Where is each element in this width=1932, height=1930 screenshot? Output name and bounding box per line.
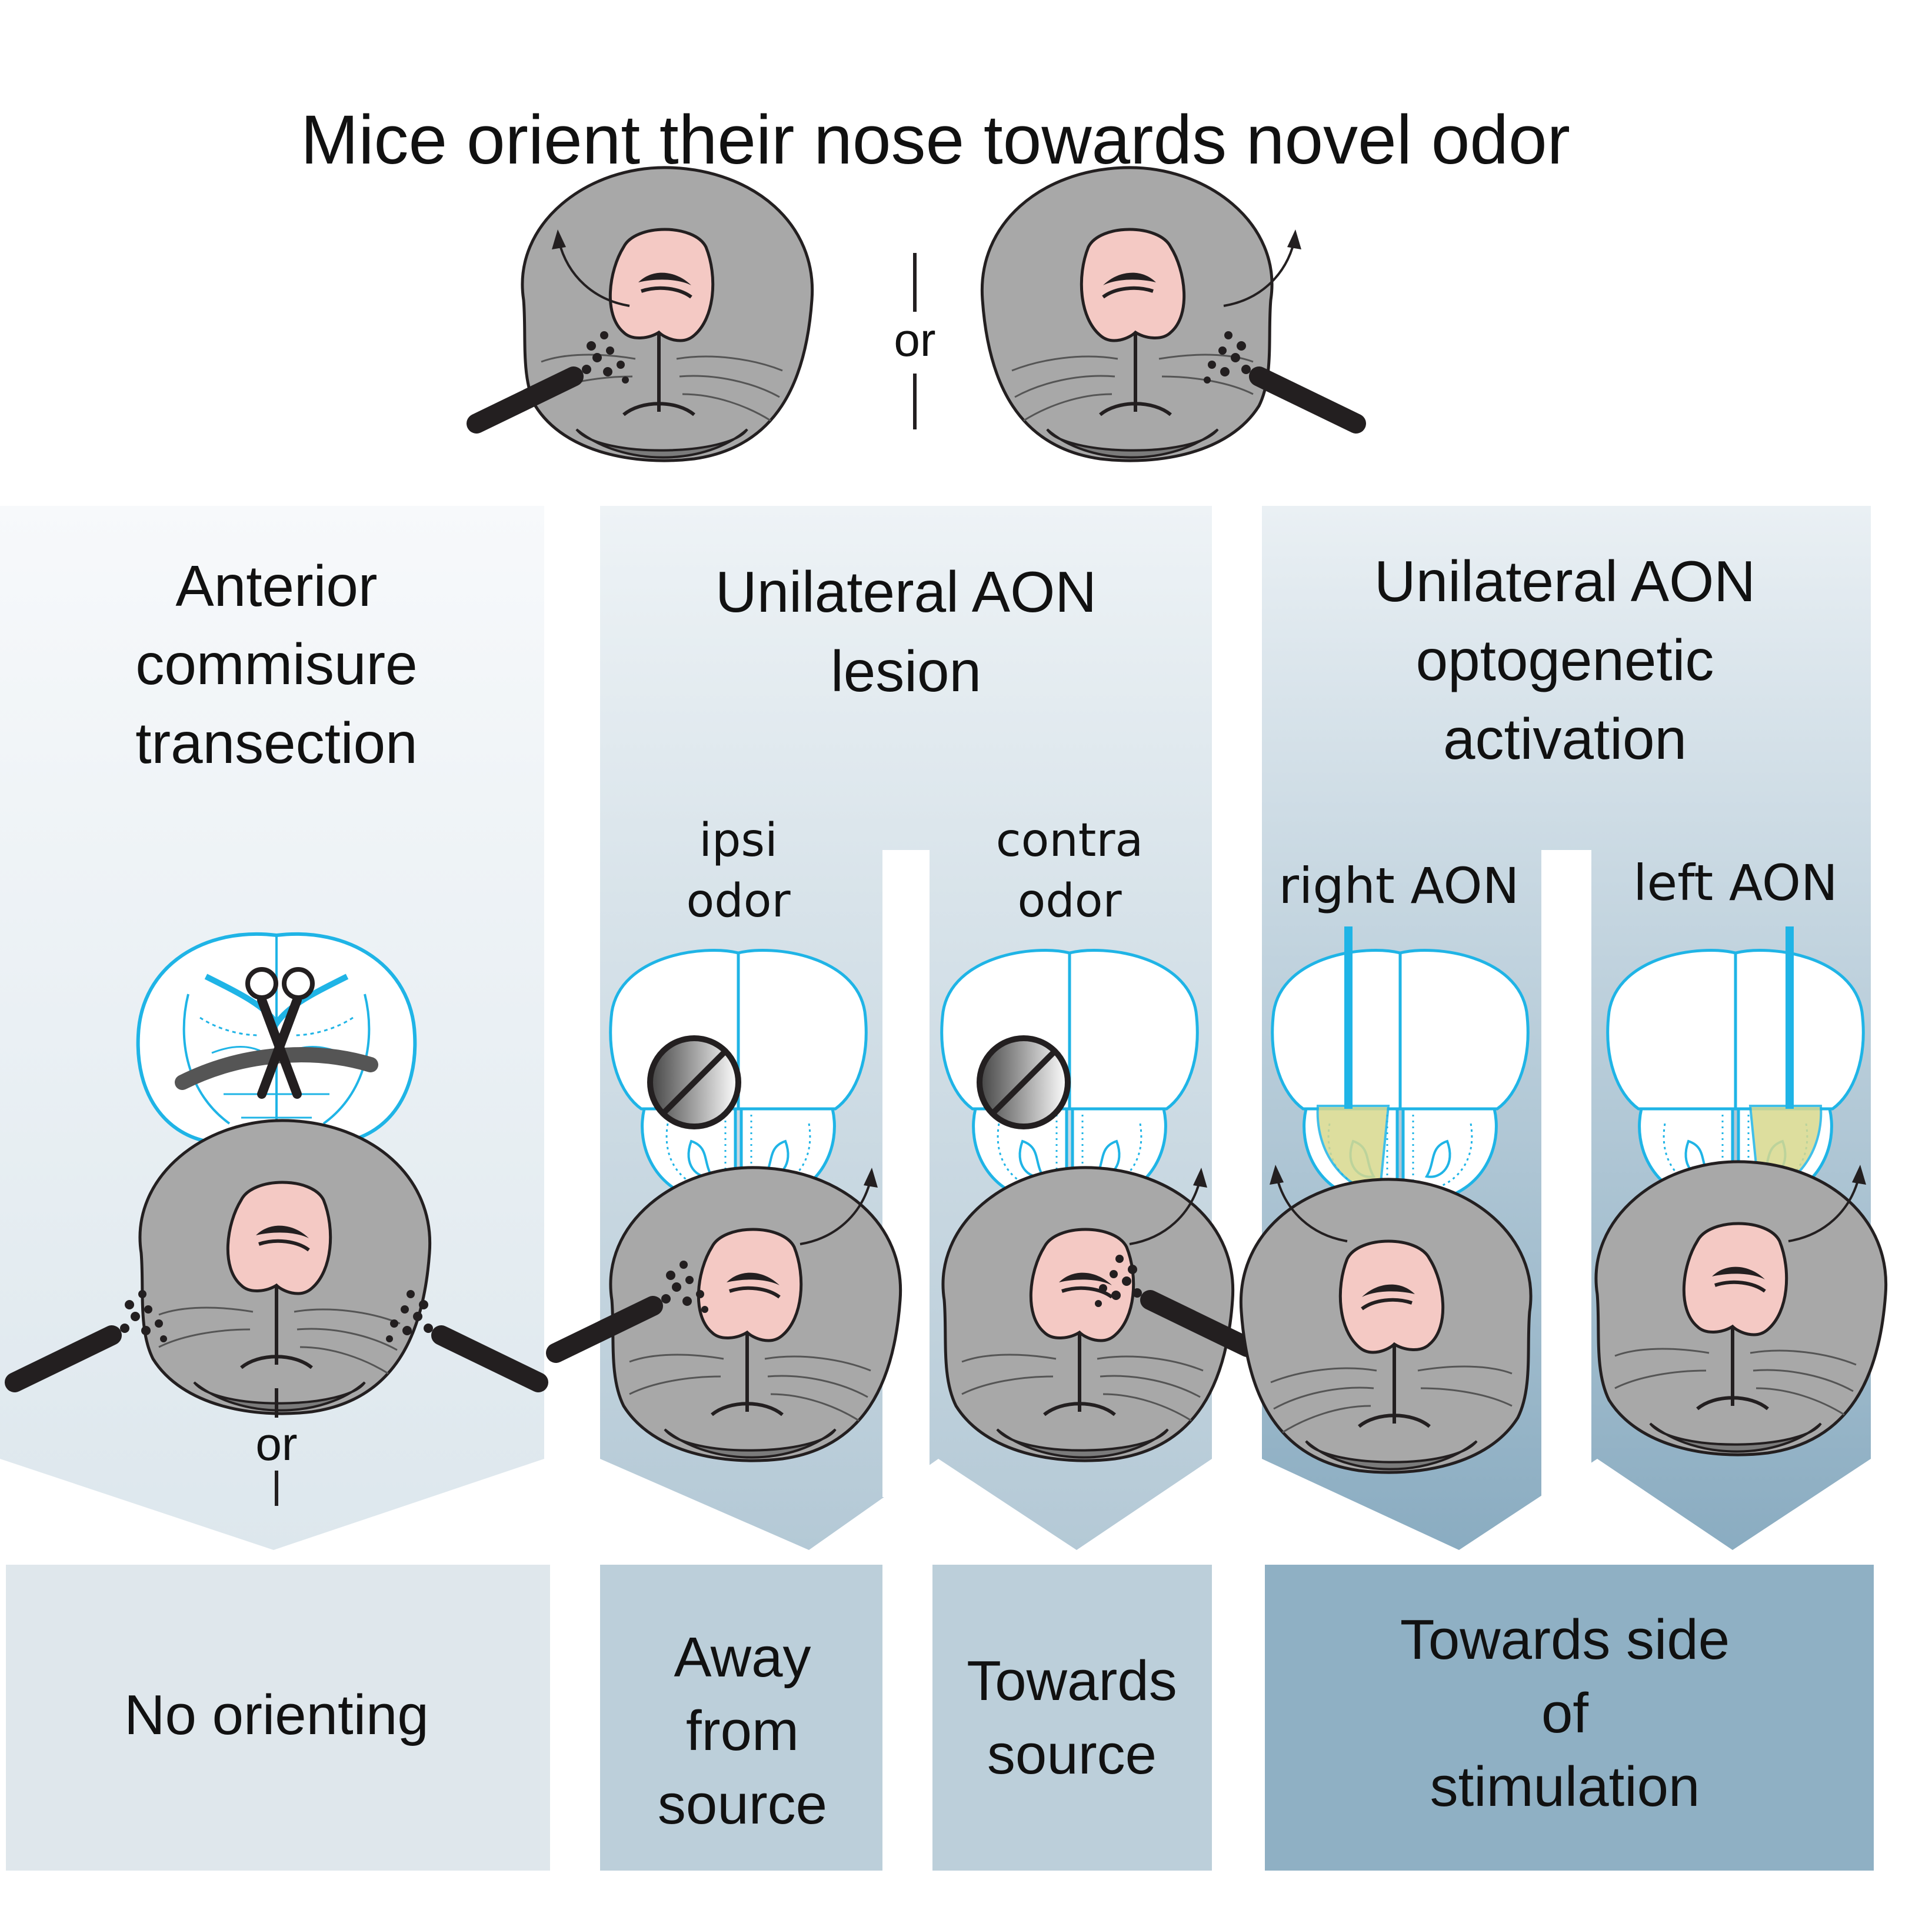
panel-opto-title-line2: optogenetic: [1416, 628, 1714, 692]
result-ipsi-line2: from: [686, 1699, 799, 1762]
panel-lesion-title-line2: lesion: [831, 639, 981, 704]
result-contra-line1: Towards: [967, 1649, 1177, 1712]
panel-opto-divider: [1541, 850, 1591, 1497]
panel-opto-title-line1: Unilateral AON: [1374, 549, 1756, 614]
right-aon-optic-fiber: [1344, 926, 1353, 1109]
left-aon-label: left AON: [1633, 854, 1838, 912]
contra-label-line1: contra: [996, 814, 1144, 867]
panel-ac-or-label: or: [255, 1418, 297, 1470]
right-aon-mouse: [1241, 1179, 1531, 1472]
result-ipsi-line3: source: [658, 1773, 827, 1836]
panel-lesion-result-ipsi-box: [600, 1565, 882, 1871]
panel-opto-title-line3: activation: [1443, 706, 1687, 771]
contra-label-line2: odor: [1017, 875, 1122, 928]
contra-lesion-icon: [980, 1038, 1068, 1126]
scissors-icon: [245, 967, 315, 1099]
result-opto-line1: Towards side: [1400, 1608, 1730, 1671]
result-opto-line3: stimulation: [1430, 1755, 1700, 1818]
panel-ac-mouse: [140, 1121, 430, 1414]
result-contra-line2: source: [987, 1723, 1157, 1786]
panel-ac-title-line2: commisure: [135, 632, 417, 696]
panel-ac-result: No orienting: [124, 1684, 429, 1746]
top-mouse-left: [522, 168, 812, 461]
left-aon-optic-fiber: [1786, 926, 1794, 1109]
panel-lesion-divider: [882, 850, 930, 1497]
ipsi-label-line1: ipsi: [699, 814, 778, 867]
panel-ac-result-box: [6, 1565, 550, 1871]
panel-opto-result-box: [1265, 1565, 1874, 1871]
left-aon-mouse: [1596, 1162, 1886, 1455]
panel-lesion-result-contra-box: [932, 1565, 1212, 1871]
result-ipsi-line1: Away: [674, 1626, 811, 1689]
figure-title: Mice orient their nose towards novel odo…: [301, 101, 1570, 179]
ipsi-label-line2: odor: [686, 875, 791, 928]
right-aon-label: right AON: [1278, 857, 1519, 915]
ipsi-lesion-icon: [650, 1038, 738, 1126]
panel-ac-title-line1: Anterior: [175, 554, 377, 618]
panel-ac-title-line3: transection: [135, 711, 417, 775]
top-mouse-right: [982, 168, 1272, 461]
panel-lesion-title-line1: Unilateral AON: [715, 559, 1097, 624]
result-opto-line2: of: [1541, 1682, 1588, 1745]
top-or-label: or: [894, 314, 935, 366]
